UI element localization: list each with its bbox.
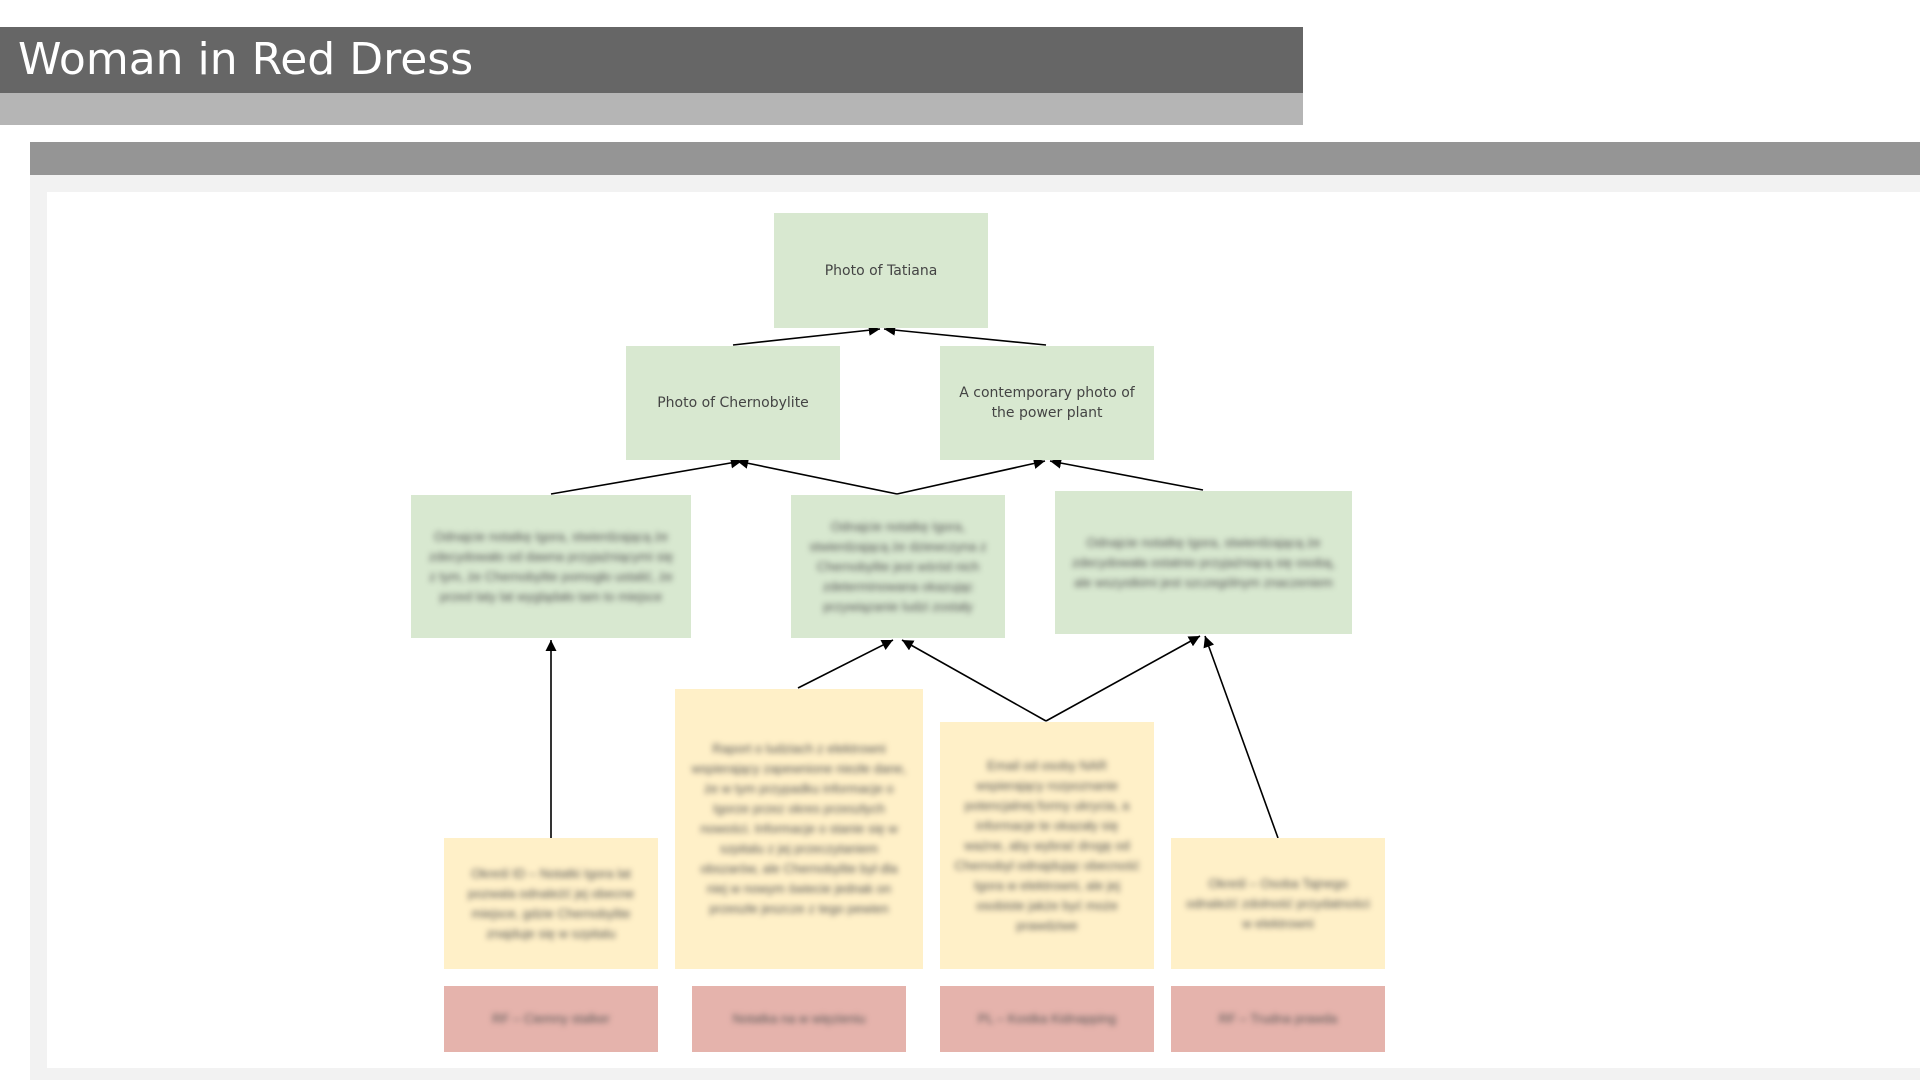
node-label: A contemporary photo of the power plant (959, 385, 1135, 421)
node-contemporary-photo-power-plant: A contemporary photo of the power plant (940, 346, 1154, 460)
title-underbar (0, 93, 1303, 125)
node-label: Photo of Tatiana (824, 262, 938, 279)
node-label: Określ ID – Notatki Igora lat pozwala od… (467, 865, 635, 941)
node-label: Notatka na w więzieniu (732, 1011, 866, 1026)
node-source-2: Notatka na w więzieniu (692, 986, 906, 1052)
node-photo-of-chernobylite: Photo of Chernobylite (626, 346, 840, 460)
node-photo-of-tatiana: Photo of Tatiana (774, 213, 988, 328)
node-label: Odnajcie notatkę Igora, stwierdzającą że… (428, 528, 674, 604)
node-source-4: RF – Trudna prawda (1171, 986, 1385, 1052)
node-igor-note-right: Odnajcie notatkę Igora, stwierdzającą że… (1055, 491, 1352, 634)
node-label: Odnajcie notatkę Igora, stwierdzającą że… (809, 518, 987, 614)
node-igor-note-left: Odnajcie notatkę Igora, stwierdzającą że… (411, 495, 691, 638)
node-label: PL – Kostka Kidnapping (977, 1011, 1117, 1026)
node-evidence-3: Email od osoby NAR wspierający rozpoznan… (940, 722, 1154, 969)
node-igor-note-center: Odnajcie notatkę Igora, stwierdzającą że… (791, 495, 1005, 638)
node-label: Photo of Chernobylite (657, 395, 809, 411)
node-label: Email od osoby NAR wspierający rozpoznan… (954, 757, 1140, 933)
node-label: Raport o ludziach z elektrowni wspierają… (691, 741, 907, 916)
node-label: Odnajcie notatkę Igora, stwierdzającą że… (1071, 534, 1336, 590)
node-label: RF – Trudna prawda (1218, 1011, 1338, 1026)
node-source-1: RF – Ciemny stalker (444, 986, 658, 1052)
node-label: Określ – Osoba Tajnego odnaleźć zdolność… (1186, 875, 1370, 931)
node-evidence-1: Określ ID – Notatki Igora lat pozwala od… (444, 838, 658, 969)
panel-header-bar (30, 142, 1920, 175)
node-label: RF – Ciemny stalker (492, 1011, 610, 1026)
node-source-3: PL – Kostka Kidnapping (940, 986, 1154, 1052)
slide-title: Woman in Red Dress (0, 27, 1303, 93)
node-evidence-4: Określ – Osoba Tajnego odnaleźć zdolność… (1171, 838, 1385, 969)
node-evidence-2: Raport o ludziach z elektrowni wspierają… (675, 689, 923, 969)
